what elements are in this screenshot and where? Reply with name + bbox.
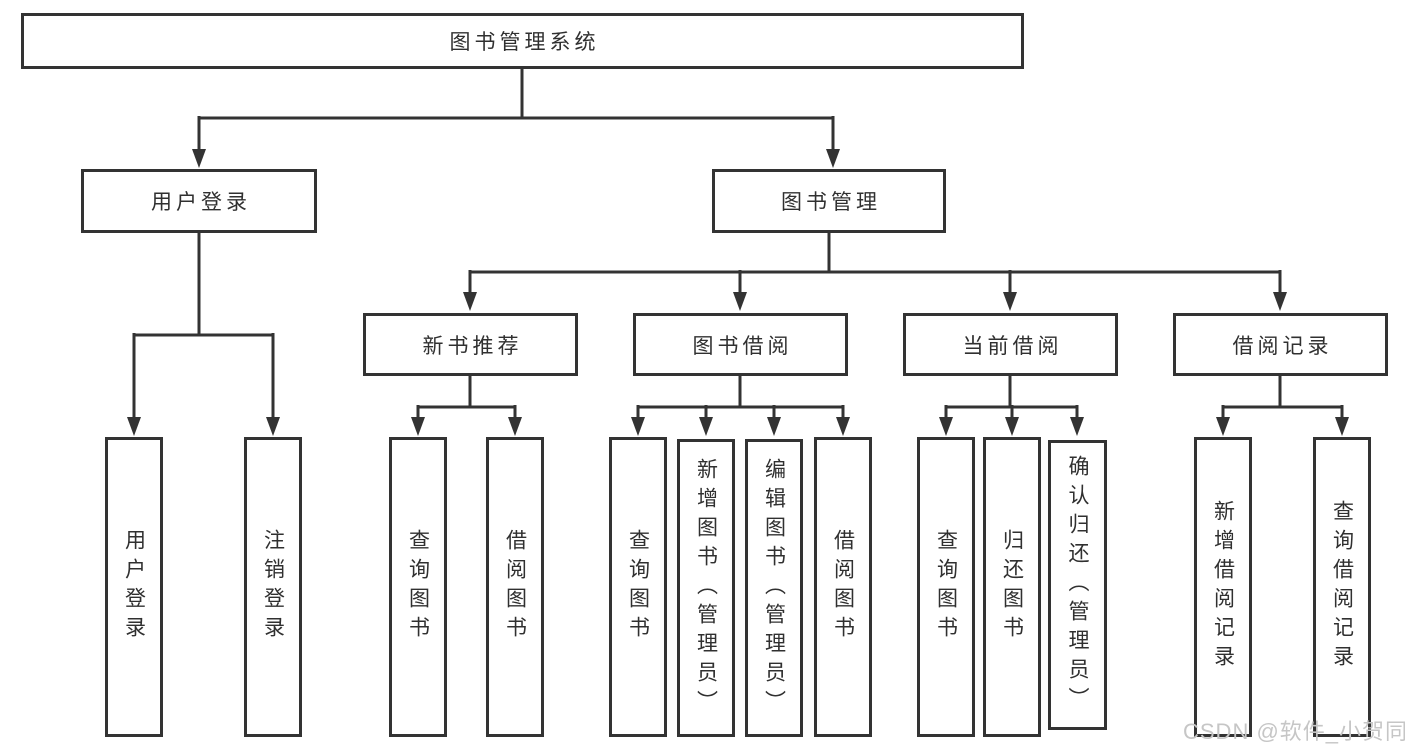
- leaf-edit-books-admin-label: 编辑图书（管理员）: [762, 457, 786, 719]
- leaf-logout: 注销登录: [244, 437, 302, 737]
- node-root: 图书管理系统: [21, 13, 1024, 69]
- leaf-current-query-books: 查询图书: [917, 437, 975, 737]
- leaf-recommend-borrow-books: 借阅图书: [486, 437, 544, 737]
- leaf-borrow-books-label: 借阅图书: [831, 529, 855, 645]
- leaf-current-query-books-label: 查询图书: [934, 529, 958, 645]
- node-book-management: 图书管理: [712, 169, 946, 233]
- node-borrow-records-label: 借阅记录: [1232, 334, 1333, 358]
- node-book-borrow: 图书借阅: [633, 313, 848, 376]
- node-root-label: 图书管理系统: [449, 31, 600, 54]
- leaf-user-login: 用户登录: [105, 437, 163, 737]
- csdn-watermark: CSDN @软件_小贺同学: [1183, 719, 1405, 744]
- node-user-login-label: 用户登录: [151, 191, 251, 214]
- leaf-return-books: 归还图书: [983, 437, 1041, 737]
- leaf-borrow-query-books-label: 查询图书: [626, 529, 650, 645]
- leaf-add-borrow-record: 新增借阅记录: [1194, 437, 1252, 737]
- leaf-recommend-query-books-label: 查询图书: [406, 529, 430, 645]
- node-book-management-label: 图书管理: [781, 191, 881, 214]
- leaf-confirm-return-admin-label: 确认归还（管理员）: [1066, 454, 1090, 716]
- leaf-return-books-label: 归还图书: [1000, 529, 1024, 645]
- leaf-borrow-books: 借阅图书: [814, 437, 872, 737]
- leaf-query-borrow-record-label: 查询借阅记录: [1330, 500, 1354, 674]
- leaf-confirm-return-admin: 确认归还（管理员）: [1048, 440, 1107, 730]
- leaf-logout-label: 注销登录: [261, 529, 285, 645]
- node-current-borrow-label: 当前借阅: [962, 334, 1063, 358]
- node-book-borrow-label: 图书借阅: [692, 334, 793, 358]
- node-new-book-recommend: 新书推荐: [363, 313, 578, 376]
- node-current-borrow: 当前借阅: [903, 313, 1118, 376]
- node-user-login: 用户登录: [81, 169, 317, 233]
- leaf-add-books-admin: 新增图书（管理员）: [677, 439, 735, 737]
- node-new-book-recommend-label: 新书推荐: [422, 334, 523, 358]
- leaf-add-borrow-record-label: 新增借阅记录: [1211, 500, 1235, 674]
- leaf-recommend-borrow-books-label: 借阅图书: [503, 529, 527, 645]
- leaf-user-login-label: 用户登录: [122, 529, 146, 645]
- leaf-query-borrow-record: 查询借阅记录: [1313, 437, 1371, 737]
- leaf-add-books-admin-label: 新增图书（管理员）: [694, 457, 718, 719]
- leaf-recommend-query-books: 查询图书: [389, 437, 447, 737]
- node-borrow-records: 借阅记录: [1173, 313, 1388, 376]
- leaf-edit-books-admin: 编辑图书（管理员）: [745, 439, 803, 737]
- leaf-borrow-query-books: 查询图书: [609, 437, 667, 737]
